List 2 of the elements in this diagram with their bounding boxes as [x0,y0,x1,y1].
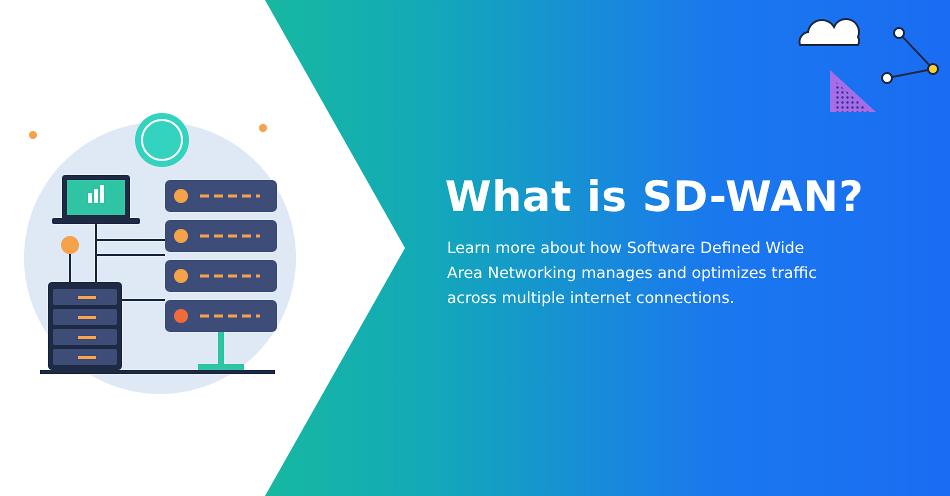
description: Learn more about how Software Defined Wide Area Networking manages and optimizes traffic across multiple internet connections. [447,238,817,309]
title: What is SD-WAN? [445,172,864,221]
